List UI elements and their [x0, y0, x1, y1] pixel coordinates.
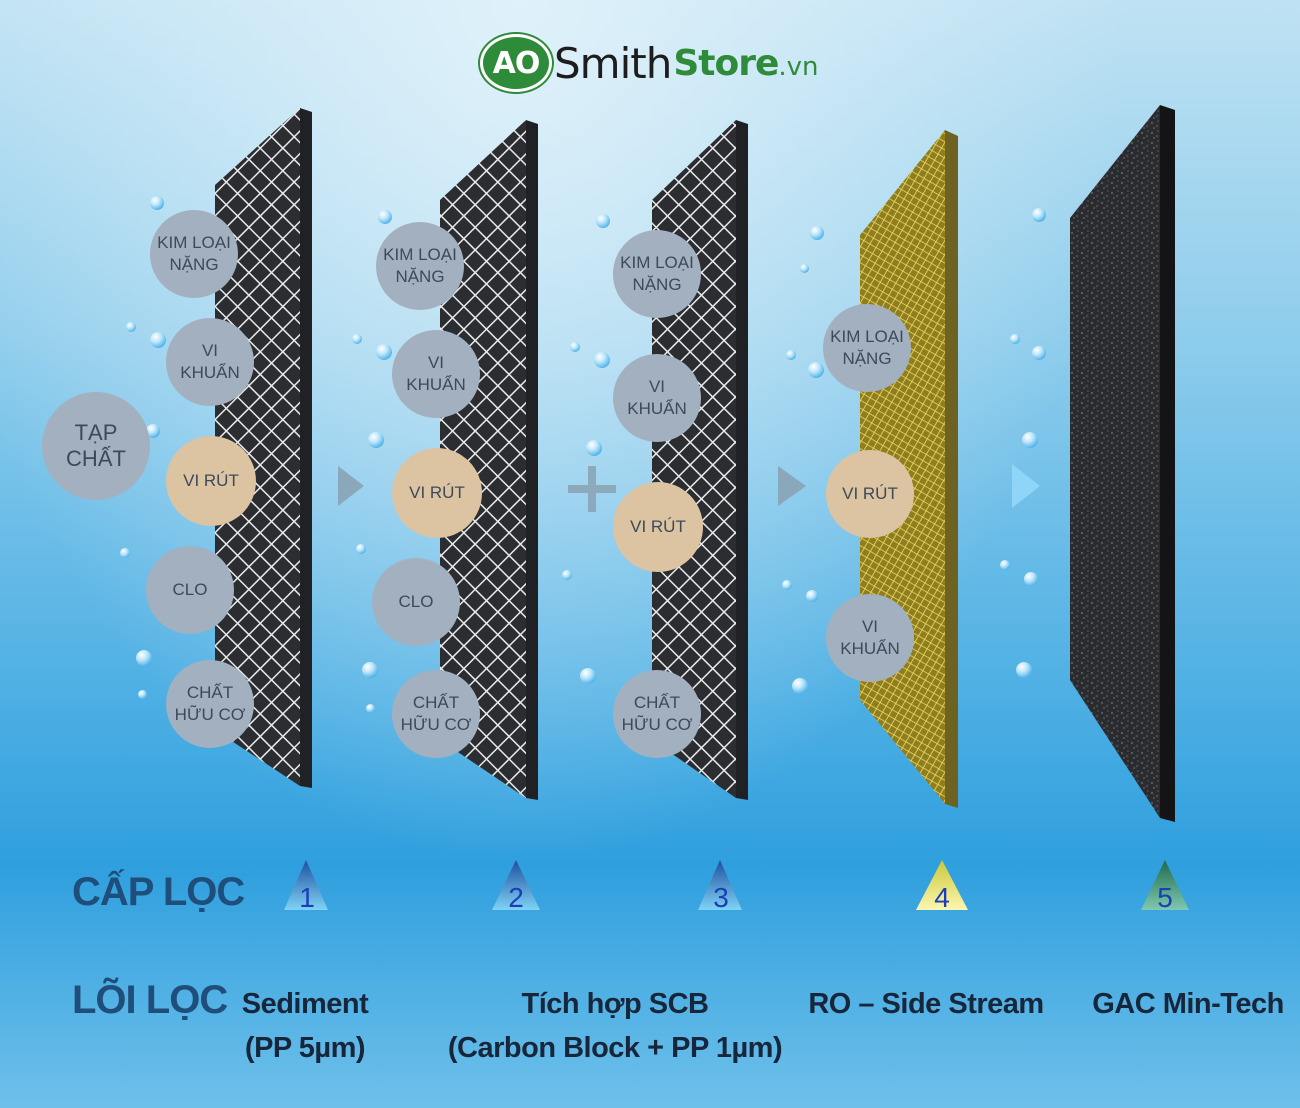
chlorine-circle: CLO	[146, 546, 234, 634]
water-drop-icon	[1022, 432, 1038, 448]
stage-number: 3	[713, 882, 729, 913]
water-drop-icon	[596, 214, 610, 228]
water-drop-icon	[366, 704, 375, 713]
stage-2-icon	[492, 860, 540, 910]
panel-sediment	[215, 108, 312, 788]
water-drop-icon	[800, 264, 809, 273]
chlorine-circle: CLO	[372, 558, 460, 646]
water-drop-icon	[1000, 560, 1010, 570]
water-drop-icon	[146, 424, 160, 438]
water-drop-icon	[150, 196, 164, 210]
water-drop-icon	[362, 662, 378, 678]
panel-scb-1	[440, 120, 538, 800]
water-drop-icon	[808, 362, 824, 378]
water-drop-icon	[1024, 572, 1038, 586]
stage-1-icon	[284, 860, 328, 910]
water-drop-icon	[782, 580, 792, 590]
bacteria-circle: VI KHUẨN	[166, 318, 254, 406]
virus-circle: VI RÚT	[826, 450, 914, 538]
virus-circle: VI RÚT	[613, 482, 703, 572]
water-drop-icon	[368, 432, 384, 448]
bacteria-circle: VI KHUẨN	[613, 354, 701, 442]
water-drop-icon	[138, 690, 147, 699]
impurity-circle: TẠP CHẤT	[42, 392, 150, 500]
heavy-metal-circle: KIM LOẠI NẶNG	[613, 230, 701, 318]
stage-3-icon	[698, 860, 742, 910]
water-drop-icon	[378, 210, 392, 224]
water-drop-icon	[136, 650, 152, 666]
panel-gac	[1070, 105, 1175, 822]
water-drop-icon	[562, 570, 572, 580]
brand-logo: AO Smith Store .vn	[480, 34, 819, 92]
water-drop-icon	[1032, 346, 1046, 360]
water-drop-icon	[356, 544, 366, 554]
virus-circle: VI RÚT	[166, 436, 256, 526]
logo-tld: .vn	[778, 52, 819, 82]
water-drop-icon	[1016, 662, 1032, 678]
virus-circle: VI RÚT	[392, 448, 482, 538]
arrow-1-icon	[338, 466, 364, 506]
stage-number: 5	[1157, 882, 1173, 913]
water-drop-icon	[792, 678, 808, 694]
water-drop-icon	[1032, 208, 1046, 222]
water-drop-icon	[150, 332, 166, 348]
stage-number: 4	[934, 882, 950, 913]
water-drop-icon	[126, 322, 136, 332]
bacteria-circle: VI KHUẨN	[392, 330, 480, 418]
stage-number: 1	[299, 882, 315, 913]
water-drop-icon	[1010, 334, 1020, 344]
organic-circle: CHẤT HỮU CƠ	[392, 670, 480, 758]
stage-5-icon	[1141, 860, 1189, 910]
logo-smith: Smith	[554, 38, 672, 88]
core-scb: Tích hợp SCB (Carbon Block + PP 1µm)	[447, 988, 783, 1064]
arrow-3-icon	[1012, 464, 1040, 508]
core-gac: GAC Min-Tech	[1092, 988, 1284, 1020]
logo-store: Store	[673, 42, 779, 84]
heavy-metal-circle: KIM LOẠI NẶNG	[376, 222, 464, 310]
water-drop-icon	[352, 334, 362, 344]
stage-4-icon	[916, 860, 968, 910]
water-drop-icon	[120, 548, 130, 558]
water-drop-icon	[594, 352, 610, 368]
stage-number: 2	[508, 882, 524, 913]
water-drop-icon	[786, 350, 796, 360]
organic-circle: CHẤT HỮU CƠ	[166, 660, 254, 748]
core-sediment: Sediment (PP 5µm)	[241, 988, 369, 1064]
organic-circle: CHẤT HỮU CƠ	[613, 670, 701, 758]
cores-label: LÕI LỌC	[72, 978, 228, 1022]
water-drop-icon	[376, 344, 392, 360]
water-drop-icon	[810, 226, 824, 240]
heavy-metal-circle: KIM LOẠI NẶNG	[150, 210, 238, 298]
stages-label: CẤP LỌC	[72, 870, 245, 914]
core-ro: RO – Side Stream	[808, 988, 1044, 1020]
arrow-2-icon	[778, 466, 806, 506]
water-drop-icon	[570, 342, 580, 352]
plus-icon	[568, 466, 616, 512]
water-drop-icon	[586, 440, 602, 456]
water-drop-icon	[580, 668, 596, 684]
logo-ao-mark: AO	[480, 34, 552, 92]
water-drop-icon	[806, 590, 818, 602]
bacteria-circle: VI KHUẨN	[826, 594, 914, 682]
heavy-metal-circle: KIM LOẠI NẶNG	[823, 304, 911, 392]
